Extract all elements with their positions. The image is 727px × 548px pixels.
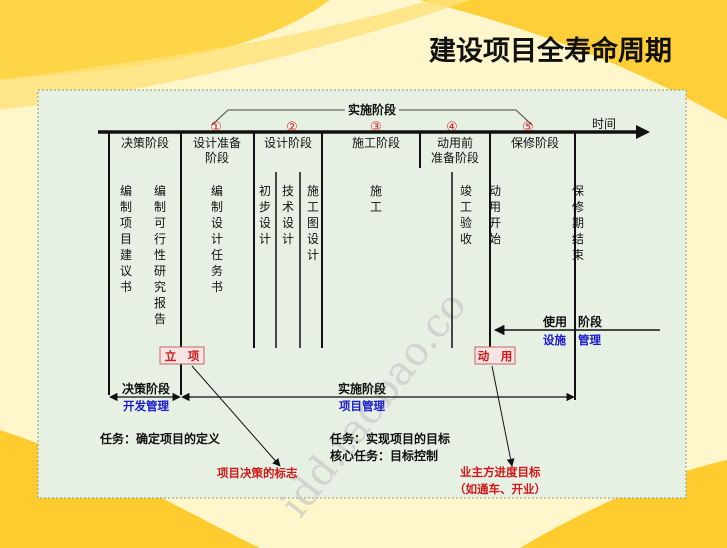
commissioning-box	[474, 346, 516, 365]
column-text-feasibility: 编制可行性研究报告	[154, 183, 166, 326]
bottom-implementation-label: 实施阶段	[338, 381, 387, 396]
bottom-decision-label: 决策阶段	[122, 381, 171, 396]
column-text-proposal: 编制项目建议书	[120, 183, 132, 294]
use-stage-label-1: 使用	[542, 314, 567, 329]
bottom-implementation-blue: 项目管理	[339, 399, 385, 413]
commissioning-pointer-arrow	[491, 365, 515, 467]
use-stage-label-2: 阶段	[578, 314, 603, 329]
phase-label-construction: 施工阶段	[352, 135, 400, 150]
task-implementation: 任务：实现项目的目标	[329, 431, 450, 446]
top-bracket-label: 实施阶段	[348, 102, 397, 117]
approval-pointer-arrow	[191, 365, 281, 467]
phase-label-design-prep-2: 阶段	[205, 150, 229, 165]
top-bracket	[211, 109, 533, 126]
column-text-warranty-end: 保修期结束	[572, 184, 584, 262]
phase-label-pre-use-1: 动用前	[437, 135, 473, 150]
phase-label-design-prep-1: 设计准备	[193, 136, 241, 150]
note-owner-schedule: 业主方进度目标	[460, 465, 541, 479]
diagram-panel	[37, 89, 687, 499]
column-text-completion-acceptance: 竣工验收	[460, 183, 472, 246]
circled-number-1: ①	[210, 120, 222, 135]
phase-dividers	[108, 132, 576, 400]
circled-number-4: ④	[446, 120, 458, 135]
time-label: 时间	[592, 117, 616, 131]
column-text-start-of-use: 动用开始	[489, 184, 501, 246]
circled-number-5: ⑤	[522, 120, 534, 135]
phase-label-decision: 决策阶段	[121, 135, 169, 150]
column-text-construction-drawing: 施工图设计	[307, 184, 319, 262]
note-example: （如通车、开业）	[454, 482, 546, 496]
commissioning-label: 动 用	[478, 349, 513, 363]
bottom-decision-blue: 开发管理	[123, 399, 169, 413]
column-text-construction: 施工	[370, 184, 382, 214]
note-decision-mark: 项目决策的标志	[217, 466, 298, 480]
timeline-arrowhead	[636, 125, 650, 139]
phase-label-pre-use-2: 准备阶段	[431, 150, 479, 165]
phase-label-design: 设计阶段	[264, 135, 312, 150]
project-approval-label: 立 项	[165, 349, 200, 363]
task-decision: 任务：确定项目的定义	[99, 431, 221, 446]
circled-number-2: ②	[286, 120, 298, 135]
circled-number-3: ③	[370, 120, 382, 135]
slide-title: 建设项目全寿命周期	[429, 35, 672, 67]
column-text-preliminary-design: 初步设计	[259, 184, 271, 246]
phase-label-warranty: 保修阶段	[511, 135, 559, 150]
project-approval-box	[159, 346, 205, 365]
column-text-technical-design: 技术设计	[282, 184, 294, 246]
core-task: 核心任务：目标控制	[330, 448, 438, 463]
column-dividers	[275, 172, 453, 348]
use-stage-blue-2: 管理	[578, 333, 601, 347]
column-text-design-brief: 编制设计任务书	[211, 183, 223, 294]
use-stage-blue-1: 设施	[543, 333, 566, 347]
